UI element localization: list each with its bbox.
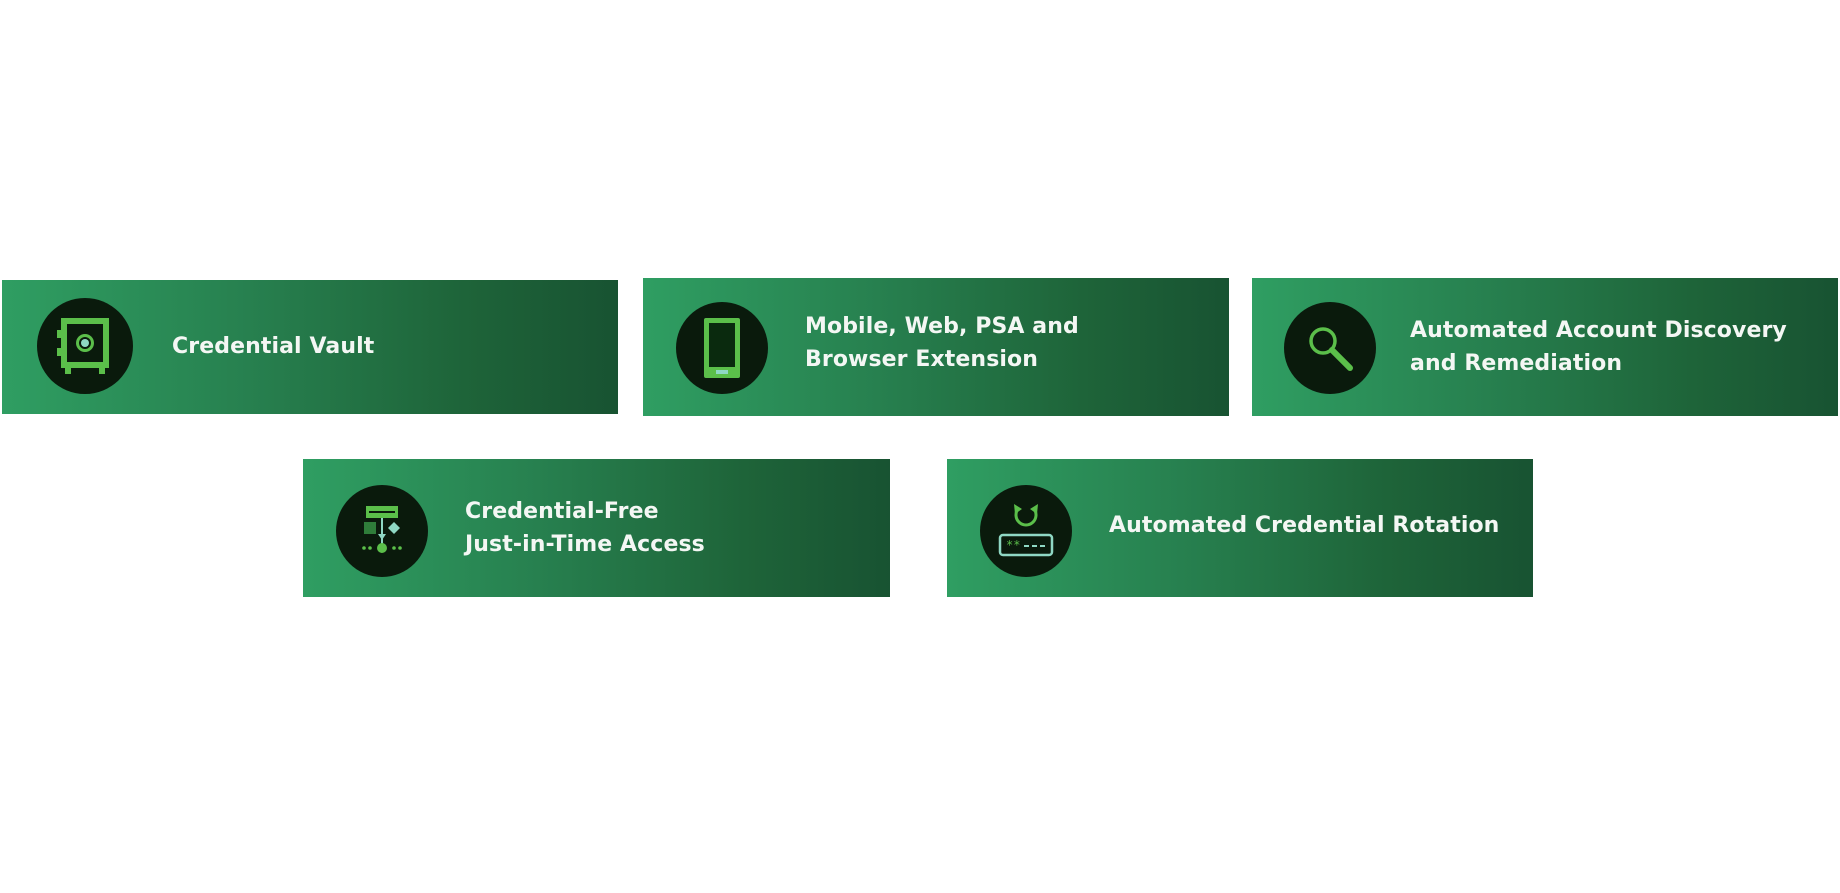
access-icon-circle — [336, 485, 428, 577]
feature-card-account-discovery: Automated Account Discovery and Remediat… — [1252, 278, 1838, 416]
magnifier-icon — [1309, 327, 1353, 371]
feature-card-credential-rotation: ** Automated Credential Rotation — [947, 459, 1533, 597]
magnifier-icon-circle — [1284, 302, 1376, 394]
rotation-password-icon: ** — [998, 504, 1054, 557]
vault-icon — [57, 318, 109, 374]
vault-icon-circle — [37, 298, 133, 394]
feature-card-credential-vault: Credential Vault — [2, 280, 618, 414]
mobile-device-icon — [704, 318, 740, 378]
svg-text:**: ** — [1006, 538, 1020, 552]
access-flow-icon — [362, 506, 402, 553]
feature-label: Mobile, Web, PSA and Browser Extension — [805, 314, 1079, 372]
mobile-icon-circle — [676, 302, 768, 394]
feature-label: Automated Credential Rotation — [1109, 513, 1500, 538]
feature-card-just-in-time-access: Credential-Free Just-in-Time Access — [303, 459, 890, 597]
feature-label: Credential Vault — [172, 334, 375, 359]
feature-label: Credential-Free Just-in-Time Access — [465, 499, 705, 557]
rotation-icon-circle: ** — [980, 485, 1072, 577]
feature-label: Automated Account Discovery and Remediat… — [1410, 318, 1787, 376]
feature-card-mobile-web-psa: Mobile, Web, PSA and Browser Extension — [643, 278, 1229, 416]
